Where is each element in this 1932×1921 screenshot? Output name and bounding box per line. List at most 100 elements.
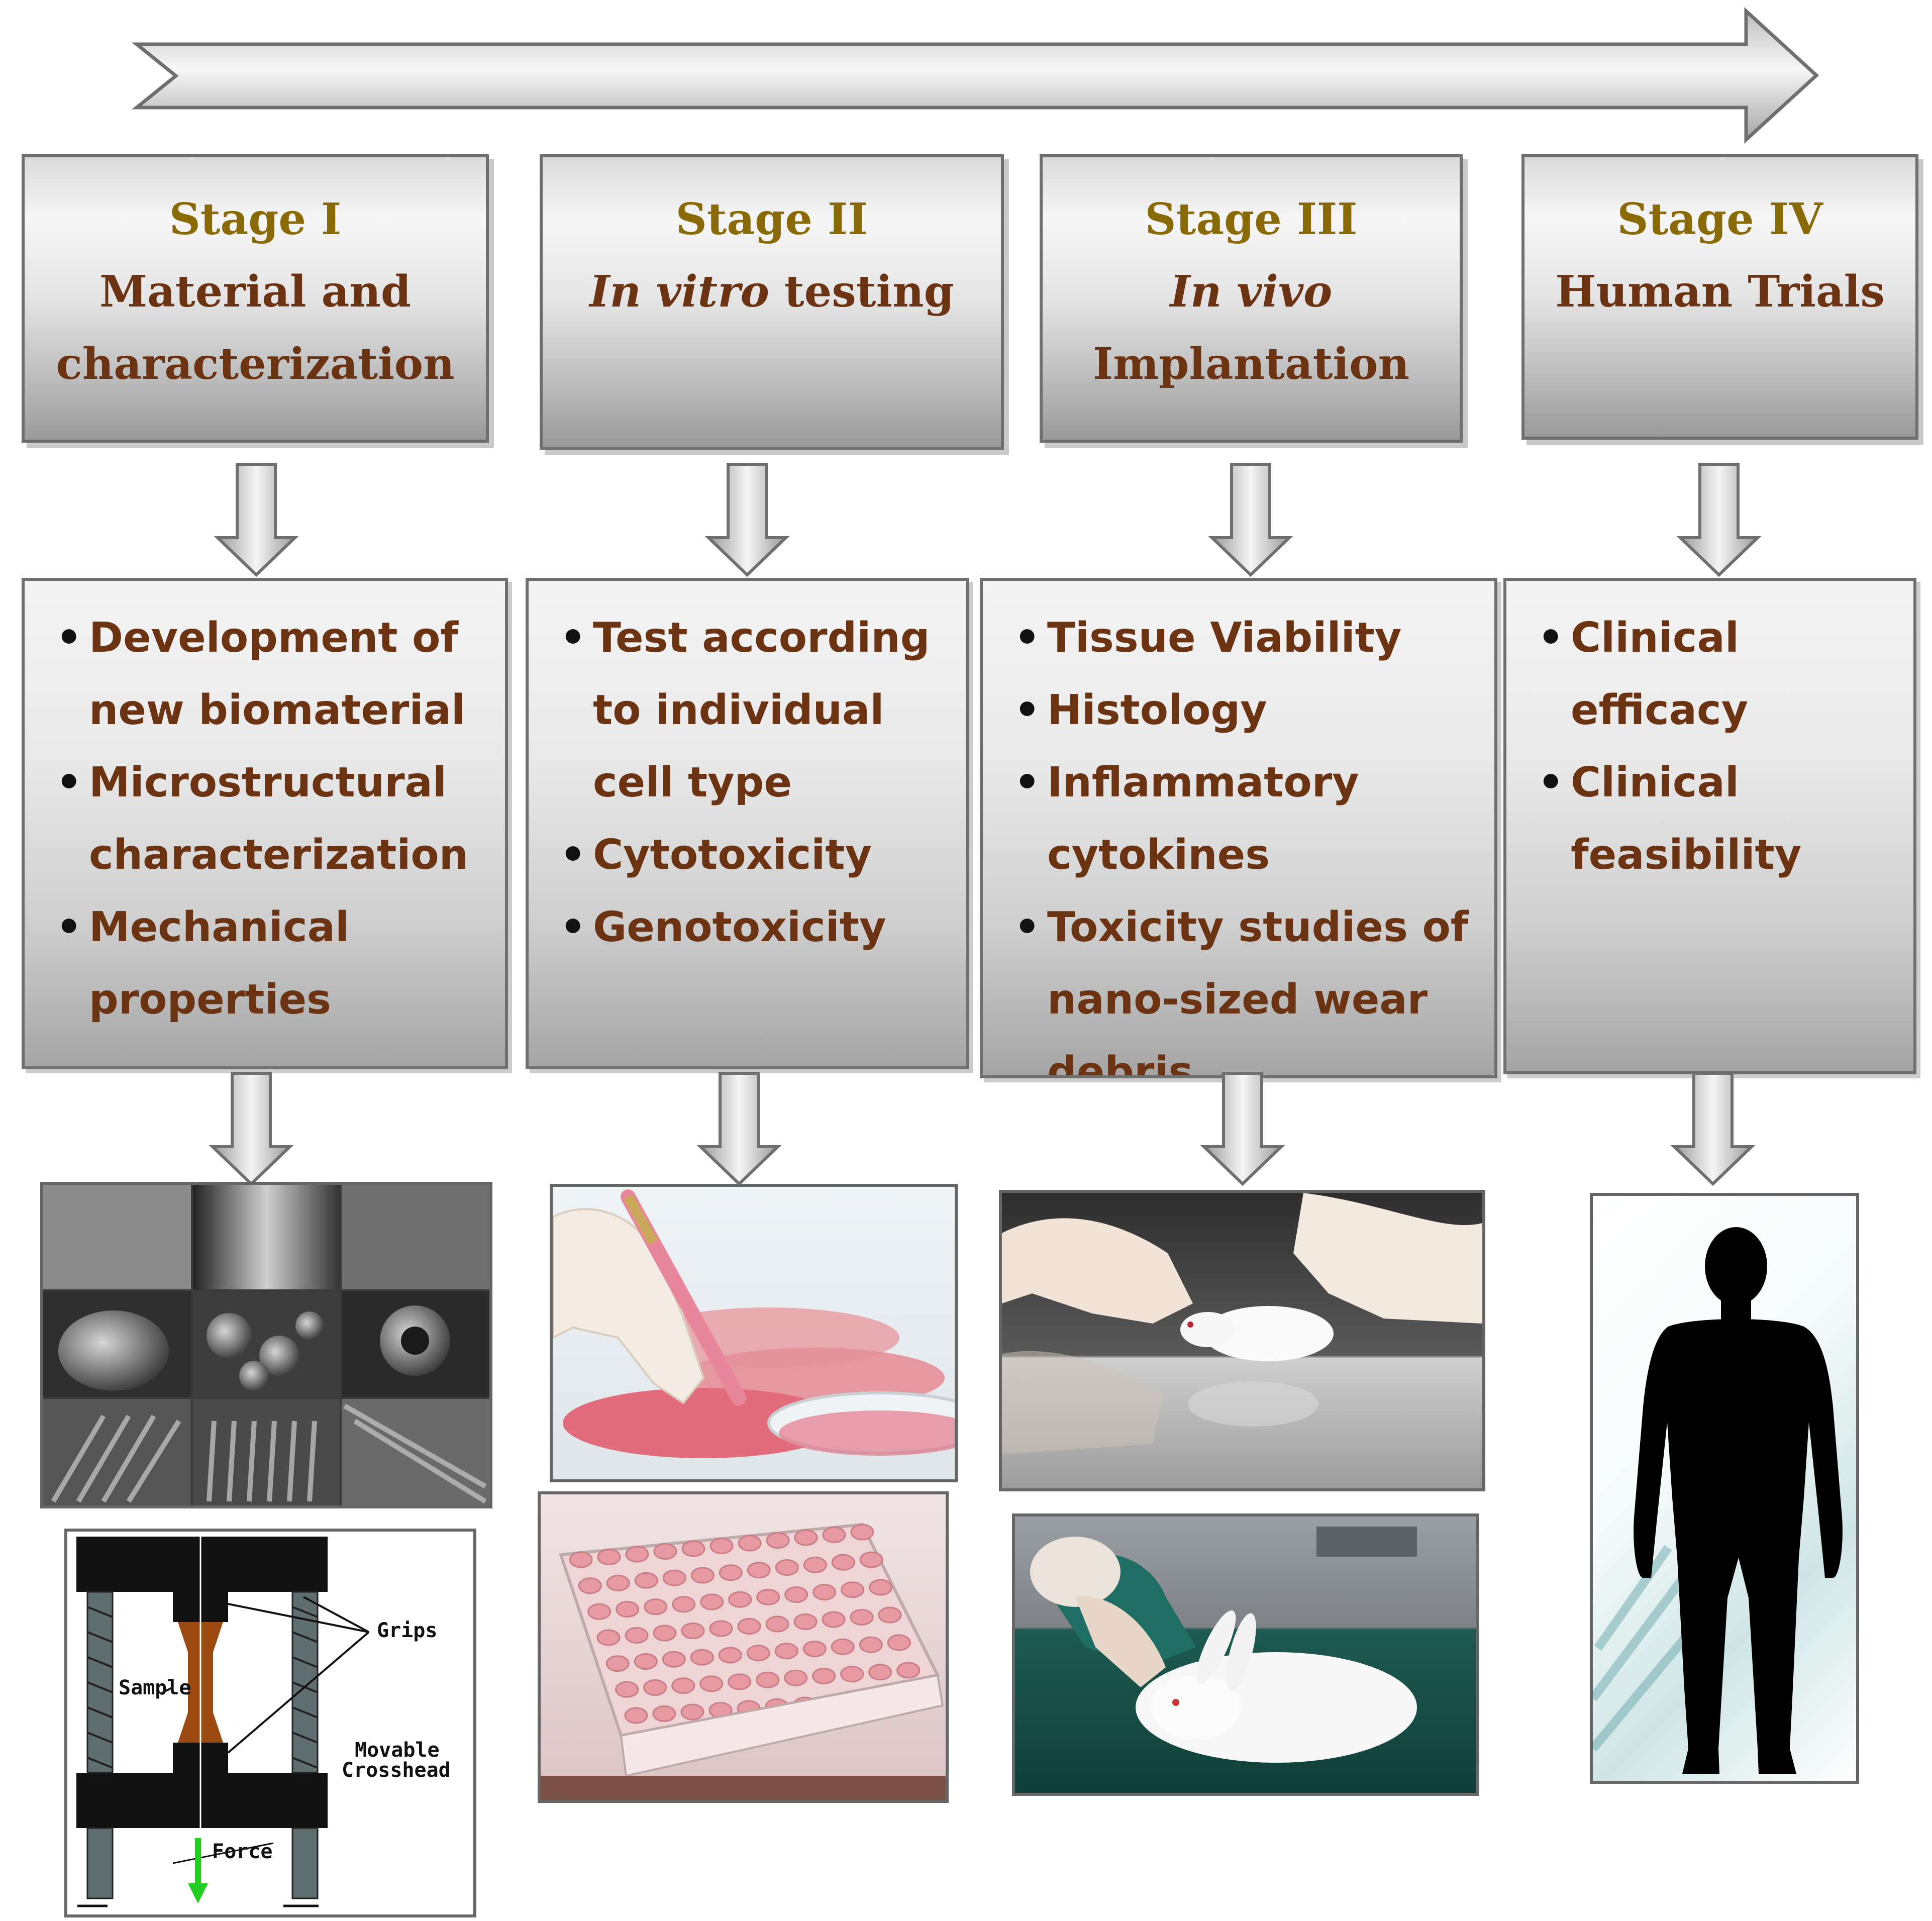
well: [831, 1638, 855, 1655]
grips-label: Grips: [377, 1619, 438, 1642]
stage-3-header: Stage III In vivo Implantation: [1040, 154, 1463, 443]
well: [869, 1579, 893, 1596]
down-arrow-icon: [704, 463, 790, 577]
stage-1-subtitle-line-2: characterization: [56, 339, 455, 389]
stage-2-item: Test according to individual cell type: [529, 602, 966, 819]
well: [802, 1641, 827, 1657]
well: [605, 1655, 630, 1672]
well: [681, 1623, 705, 1639]
stage-4-title: Stage IV: [1617, 194, 1823, 245]
stage-1-item: Microstructural characterization: [25, 747, 505, 891]
well: [700, 1593, 724, 1610]
well: [850, 1524, 874, 1541]
stage-2-header: Stage II In vitro testing: [540, 154, 1004, 450]
stage-1-item: Development of new biomaterial: [25, 602, 505, 747]
stage-3-title: Stage III: [1145, 194, 1358, 245]
well: [587, 1603, 612, 1620]
stage-3-item: Tissue Viability: [983, 602, 1494, 674]
tensile-test-diagram: [64, 1529, 476, 1917]
stage-2-item: Cytotoxicity: [529, 819, 966, 891]
well: [728, 1591, 752, 1608]
rabbit-photo: [1012, 1513, 1479, 1796]
stage-3-list-box: Tissue Viability Histology Inflammatory …: [980, 578, 1497, 1078]
well: [738, 1535, 762, 1552]
well: [634, 1572, 658, 1589]
well: [671, 1677, 695, 1694]
well: [822, 1527, 846, 1543]
well-plate-photo: [538, 1491, 949, 1803]
well: [699, 1675, 724, 1692]
well: [606, 1575, 630, 1591]
stage-3-item: Histology: [983, 674, 1494, 747]
well: [812, 1668, 836, 1684]
well: [774, 1643, 798, 1660]
stage-3-subtitle-line-2: Implantation: [1092, 339, 1409, 389]
well: [625, 1627, 649, 1644]
well: [709, 1538, 734, 1554]
sample-label: Sample: [119, 1676, 191, 1699]
well: [746, 1645, 770, 1662]
well: [840, 1666, 864, 1683]
well: [765, 1615, 789, 1633]
well: [625, 1546, 649, 1563]
well: [859, 1551, 883, 1568]
down-arrow-icon: [1670, 1072, 1756, 1186]
well: [662, 1651, 686, 1668]
stage-2-title: Stage II: [675, 194, 868, 245]
stage-4-subtitle: Human Trials: [1555, 266, 1885, 317]
well: [775, 1559, 799, 1576]
well: [680, 1703, 704, 1721]
stage-2-subtitle: In vitro testing: [543, 256, 1001, 328]
well: [624, 1707, 648, 1724]
well: [841, 1581, 865, 1598]
well: [634, 1653, 658, 1670]
down-arrow-icon: [1676, 463, 1762, 577]
well: [878, 1606, 902, 1624]
stage-3-item: Toxicity studies of nano-sized wear debr…: [983, 891, 1494, 1075]
stage-4-header: Stage IV Human Trials: [1521, 154, 1918, 440]
force-label: Force: [212, 1840, 273, 1863]
well: [644, 1598, 668, 1615]
mouse-photo: [999, 1190, 1485, 1491]
stage-1-item: Mechanical properties: [25, 891, 505, 1036]
human-silhouette-image: [1590, 1193, 1859, 1784]
well: [653, 1625, 677, 1642]
well: [719, 1564, 743, 1581]
stage-4-list-box: Clinical efficacy Clinical feasibility: [1503, 578, 1916, 1074]
well: [794, 1529, 818, 1546]
well: [747, 1562, 771, 1579]
well: [831, 1554, 855, 1571]
well: [615, 1681, 639, 1698]
well: [784, 1586, 808, 1603]
stage-3-item: Inflammatory cytokines: [983, 747, 1494, 891]
stage-4-item: Clinical feasibility: [1506, 747, 1913, 891]
well: [756, 1588, 780, 1605]
well: [596, 1629, 621, 1646]
stage-4-item: Clinical efficacy: [1506, 602, 1913, 747]
well: [690, 1567, 715, 1584]
well: [812, 1584, 837, 1601]
well: [803, 1556, 827, 1573]
well: [756, 1671, 780, 1688]
well: [653, 1543, 677, 1560]
well: [850, 1609, 874, 1626]
well: [718, 1647, 742, 1664]
well: [643, 1679, 667, 1696]
well: [868, 1664, 892, 1681]
well: [597, 1549, 621, 1565]
stage-1-subtitle-line-1: Material and: [99, 266, 412, 317]
well: [728, 1673, 752, 1690]
stage-2-subtitle-rest: testing: [769, 266, 954, 317]
well: [896, 1662, 921, 1679]
well: [578, 1577, 602, 1594]
stage-1-title: Stage I: [169, 194, 342, 245]
well: [616, 1601, 640, 1617]
stage-3-subtitle-italic: In vivo: [1170, 266, 1333, 317]
sem-micrograph-grid-image: [40, 1182, 492, 1508]
down-arrow-icon: [1208, 463, 1293, 577]
well: [793, 1613, 818, 1630]
well: [709, 1620, 733, 1637]
progress-arrow-icon: [132, 7, 1819, 144]
stage-1-list-box: Development of new biomaterial Microstru…: [22, 578, 508, 1069]
stage-2-list-box: Test according to individual cell type C…: [526, 578, 969, 1069]
